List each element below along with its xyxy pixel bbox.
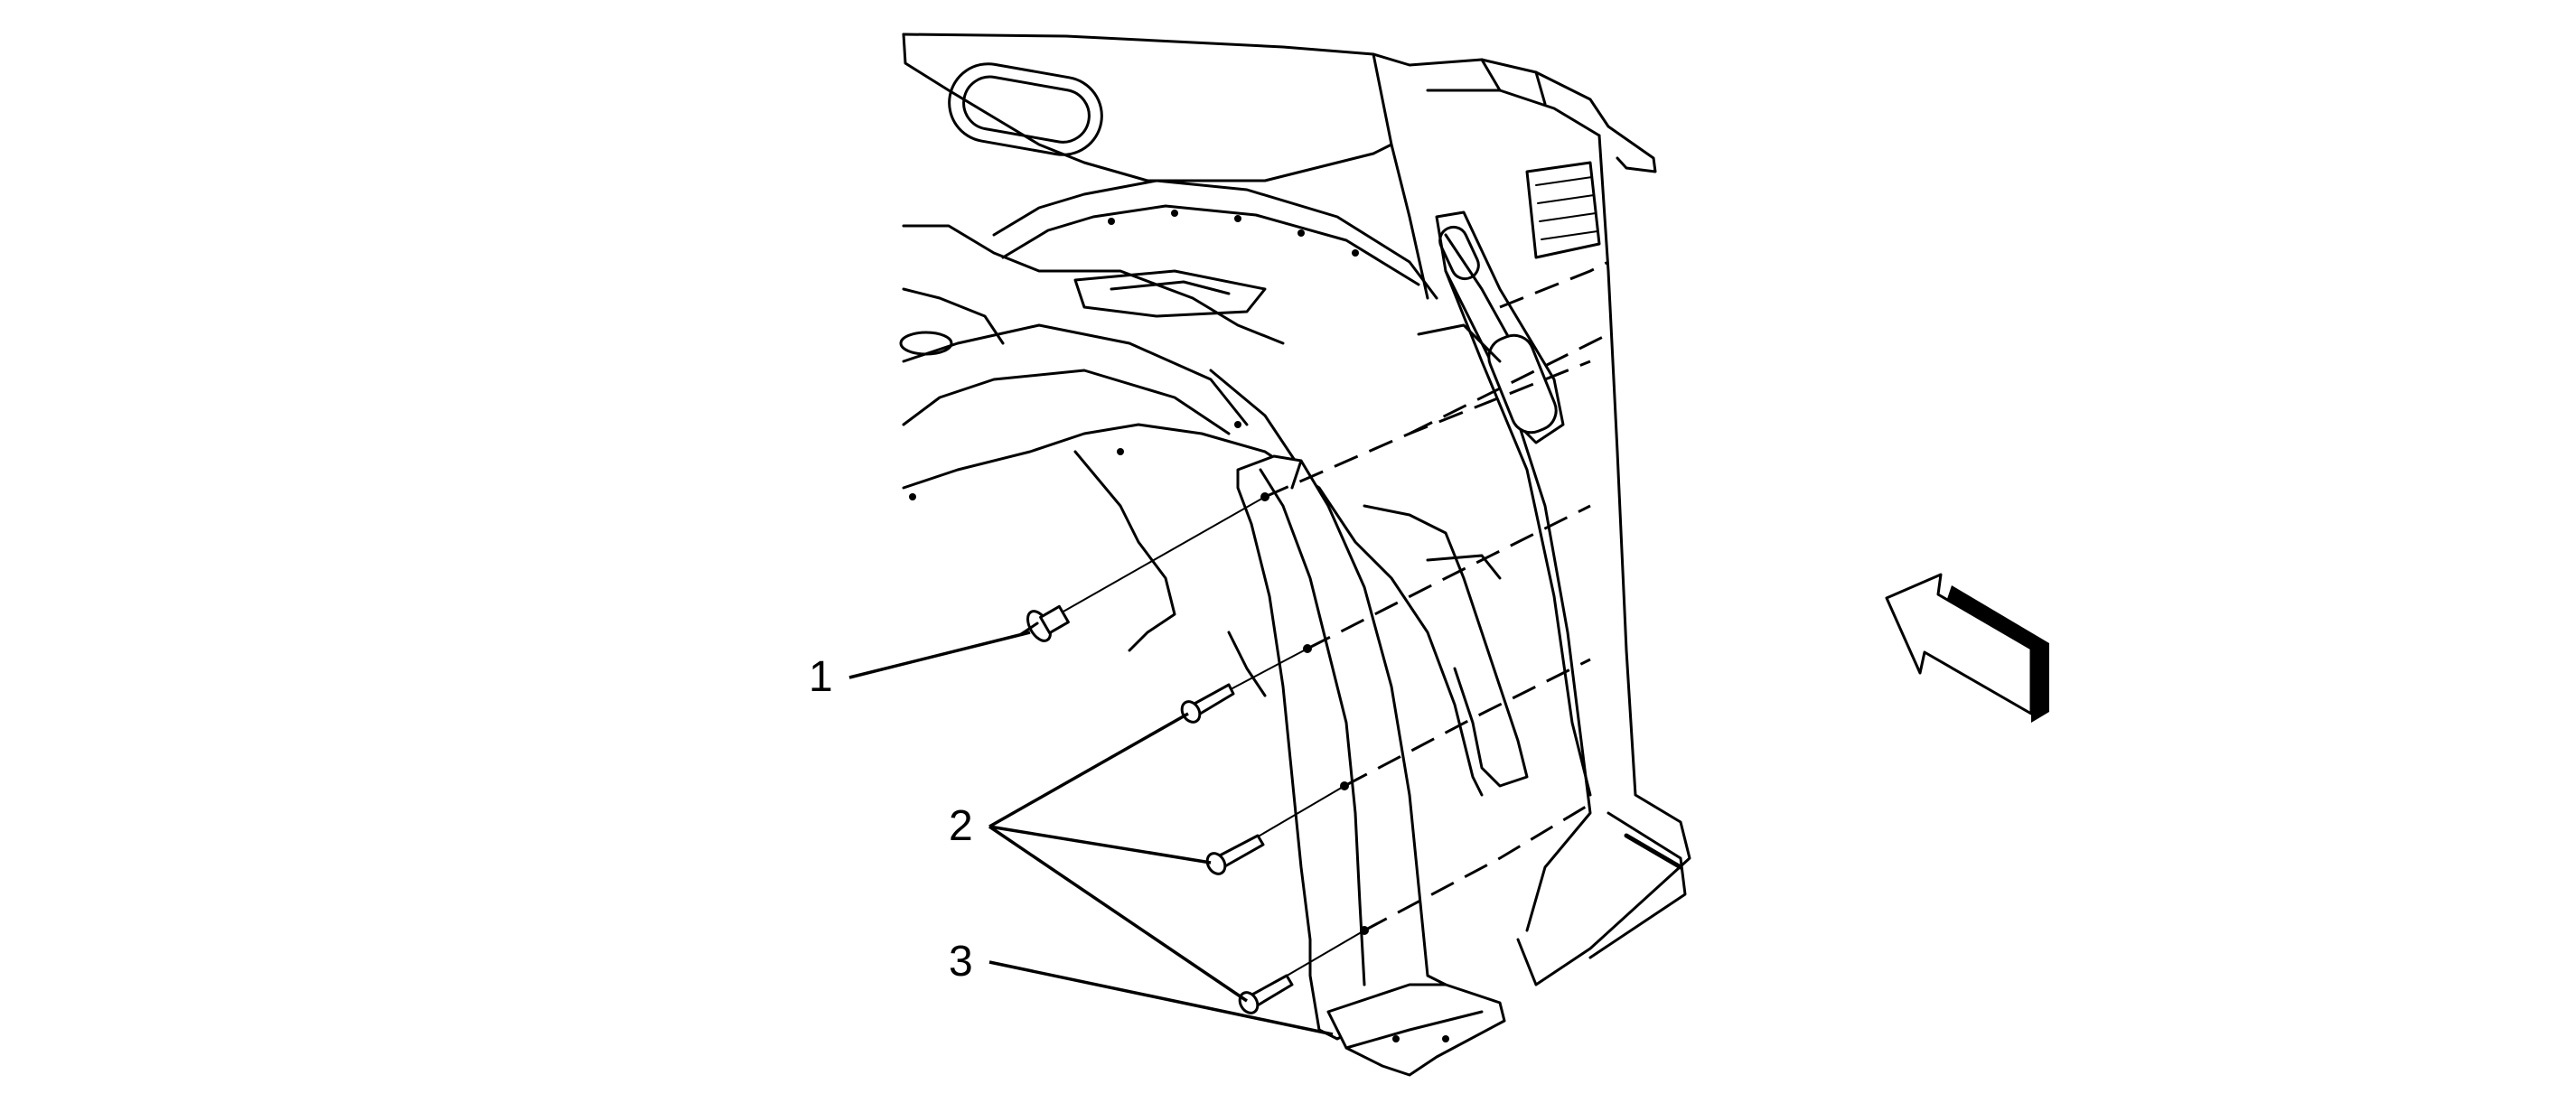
leader-line-3 <box>988 960 1334 1036</box>
leader-line-2b <box>988 825 1212 865</box>
alignment-lines <box>1264 260 1609 932</box>
trim-panel <box>1236 454 1506 1077</box>
leader-line-1 <box>848 631 1031 679</box>
seat-belt-anchor <box>1417 210 1565 444</box>
push-pin-retainer <box>1019 496 1266 642</box>
view-direction-arrow-icon <box>1885 573 2049 723</box>
callout-3: 3 <box>949 938 973 986</box>
callout-1: 1 <box>809 653 833 701</box>
callout-2: 2 <box>949 802 973 850</box>
screw-lower <box>1238 930 1365 1014</box>
leader-line-2c <box>988 825 1248 1003</box>
vent-grille <box>1525 161 1601 259</box>
screw-middle <box>1205 785 1345 875</box>
leader-line-2a <box>988 712 1189 828</box>
